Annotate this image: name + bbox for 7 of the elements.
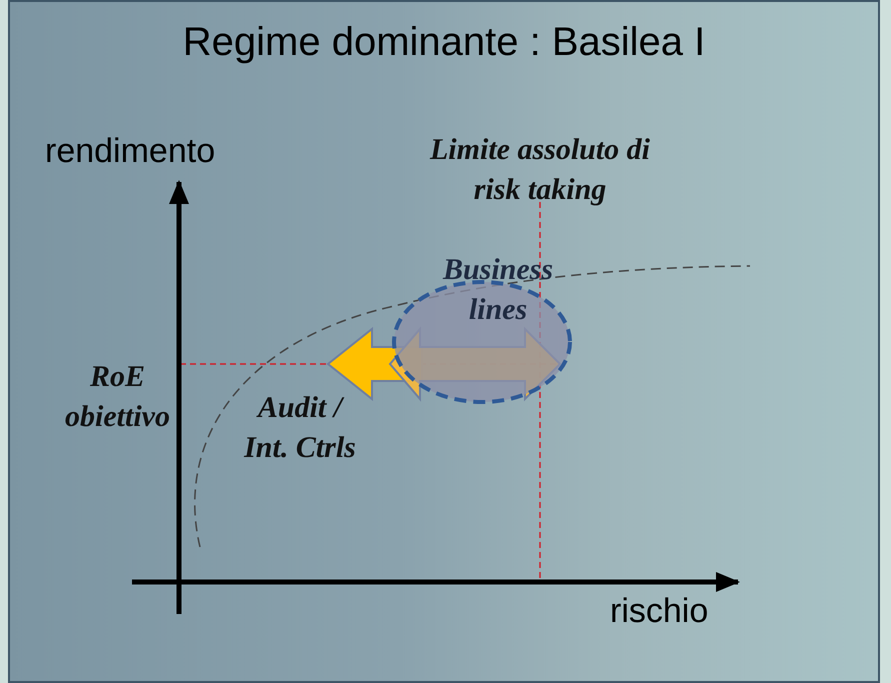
annotation: RoE obiettivo <box>64 359 171 435</box>
node-label: Business lines <box>442 252 554 328</box>
title: Regime dominante : Basilea I <box>182 20 706 65</box>
axis-label: rischio <box>610 592 708 631</box>
annotation: Limite assoluto di risk taking <box>428 132 652 208</box>
annotation: Audit / Int. Ctrls <box>242 390 357 466</box>
axis-label: rendimento <box>45 132 216 171</box>
